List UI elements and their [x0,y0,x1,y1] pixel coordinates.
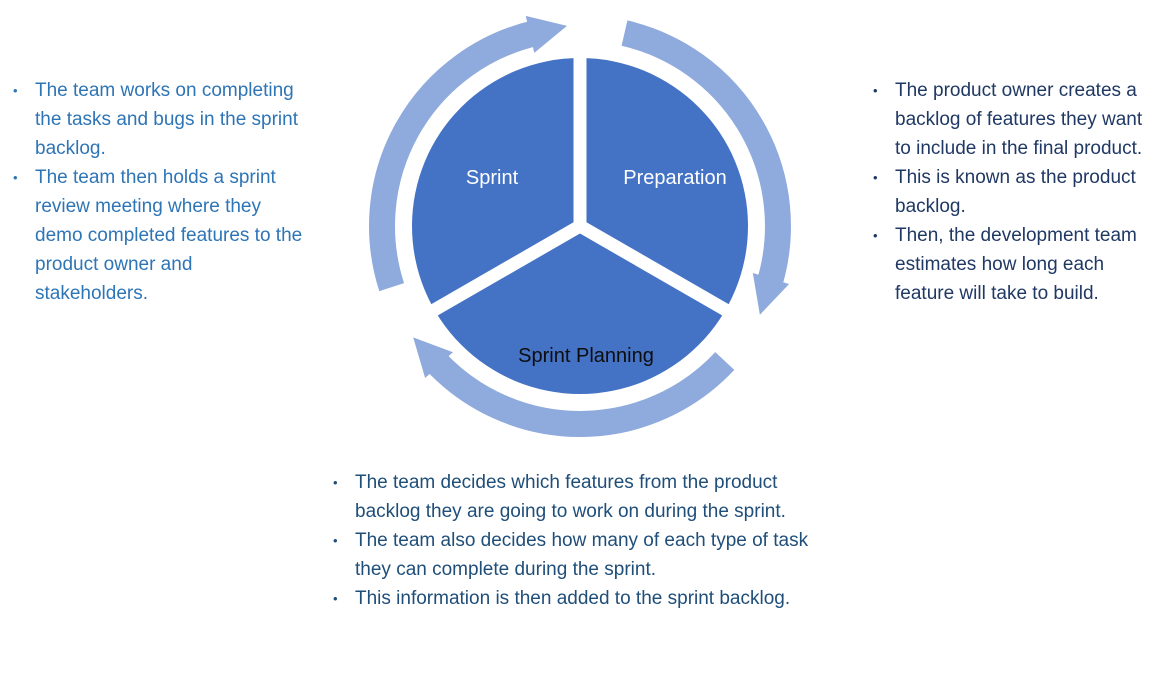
segment-gap-lower-left [425,220,584,319]
segment-label-sprint-planning: Sprint Planning [518,345,654,367]
sprint-planning-notes-list: • The team decides which features from t… [328,468,810,613]
list-item: • This information is then added to the … [328,584,810,613]
sprint-cycle-diagram: Sprint Preparation Sprint Planning [368,4,792,450]
cycle-svg: Sprint Preparation Sprint Planning [369,15,791,437]
list-item: • The team decides which features from t… [328,468,810,526]
list-item: • The product owner creates a backlog of… [868,76,1150,163]
bullet-icon: • [873,170,878,185]
list-item: • Then, the development team estimates h… [868,221,1150,308]
bullet-icon: • [333,533,338,548]
bullet-icon: • [333,475,338,490]
bullet-icon: • [13,83,18,98]
list-item: • This is known as the product backlog. [868,163,1150,221]
segment-label-preparation: Preparation [623,167,726,189]
segment-gap-lower-right [576,220,735,319]
note-text: The team also decides how many of each t… [355,530,809,580]
ring-arrow-right-icon [621,20,791,315]
note-text: This is known as the product backlog. [895,167,1136,217]
bullet-icon: • [873,228,878,243]
list-item: • The team also decides how many of each… [328,526,810,584]
note-text: The team then holds a sprint review meet… [35,167,303,304]
note-text: The product owner creates a backlog of f… [895,80,1143,159]
list-item: • The team works on completing the tasks… [8,76,304,163]
preparation-notes-list: • The product owner creates a backlog of… [868,76,1150,308]
note-text: The team works on completing the tasks a… [35,80,298,159]
note-text: This information is then added to the sp… [355,588,791,609]
ring-arrow-bottom-icon [413,337,735,437]
sprint-notes-list: • The team works on completing the tasks… [8,76,304,308]
note-text: The team decides which features from the… [355,472,786,522]
segment-label-sprint: Sprint [466,167,519,189]
ring-arrow-left-icon [369,15,567,292]
note-text: Then, the development team estimates how… [895,225,1137,304]
bullet-icon: • [873,83,878,98]
bullet-icon: • [13,170,18,185]
bullet-icon: • [333,591,338,606]
list-item: • The team then holds a sprint review me… [8,163,304,308]
